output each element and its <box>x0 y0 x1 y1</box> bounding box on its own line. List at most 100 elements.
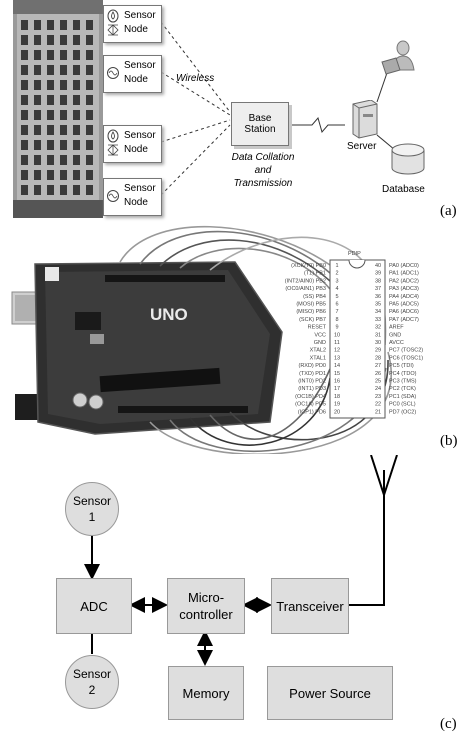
building-window <box>34 80 41 90</box>
sensor-node: Sensor Node <box>103 55 162 93</box>
pin-label-right: PC2 (TCK) <box>389 386 416 392</box>
building-window <box>86 125 93 135</box>
building-photo <box>13 0 103 218</box>
sensor-2: Sensor 2 <box>65 655 119 709</box>
building-window <box>47 20 54 30</box>
building-window <box>47 140 54 150</box>
building-window <box>60 65 67 75</box>
caption-a: (a) <box>440 203 457 219</box>
sensor-node: Sensor Node <box>103 125 162 163</box>
microcontroller-block: Micro- controller <box>167 578 245 634</box>
database-label: Database <box>382 184 425 195</box>
pin-label-right: AREF <box>389 325 404 331</box>
power-source-block: Power Source <box>267 666 393 720</box>
pin-number-left: 1 <box>335 263 338 269</box>
pin-label-left: (OC1B) PD4 <box>295 394 326 400</box>
building-window <box>47 110 54 120</box>
building-window <box>73 65 80 75</box>
building-window <box>73 35 80 45</box>
building-window <box>60 185 67 195</box>
droplet-thermometer-icon <box>107 9 119 36</box>
pin-label-left: XTAL1 <box>310 355 326 361</box>
data-collation-label: Data Collation and Transmission <box>231 152 295 189</box>
pin-label-right: PA2 (ADC2) <box>389 278 419 284</box>
building-window <box>60 140 67 150</box>
building-window <box>73 155 80 165</box>
server-icon <box>352 100 378 139</box>
pin-number-right: 39 <box>375 271 381 277</box>
pin-label-right: PC0 (SCL) <box>389 402 416 408</box>
pin-label-left: XTAL2 <box>310 348 326 354</box>
pin-number-left: 4 <box>335 286 338 292</box>
pin-label-right: PA6 (ADC6) <box>389 309 419 315</box>
adc-block: ADC <box>56 578 132 634</box>
building-window <box>21 140 28 150</box>
pin-number-left: 20 <box>334 409 340 415</box>
building-window <box>34 155 41 165</box>
building-window <box>60 170 67 180</box>
pin-label-left: (INT1) PD3 <box>298 386 326 392</box>
base-station: Base Station <box>231 102 289 146</box>
pin-label-left: (INT0) PD2 <box>298 379 326 385</box>
pin-number-right: 21 <box>375 409 381 415</box>
pin-number-right: 37 <box>375 286 381 292</box>
pin-label-right: PA3 (ADC3) <box>389 286 419 292</box>
building-window <box>47 185 54 195</box>
building-window <box>60 50 67 60</box>
pin-number-right: 30 <box>375 340 381 346</box>
memory-block: Memory <box>168 666 244 720</box>
pin-number-left: 10 <box>334 332 340 338</box>
building-window <box>86 170 93 180</box>
pin-label-left: (RXD) PD0 <box>298 363 326 369</box>
pin-label-left: VCC <box>314 332 326 338</box>
pin-number-left: 2 <box>335 271 338 277</box>
pin-label-left: RESET <box>308 325 327 331</box>
pin-label-right: PC7 (TOSC2) <box>389 348 423 354</box>
pin-number-right: 35 <box>375 302 381 308</box>
pin-label-left: (OC1A) PD5 <box>295 402 326 408</box>
sensor-1: Sensor 1 <box>65 482 119 536</box>
building-window <box>34 140 41 150</box>
building-window <box>34 185 41 195</box>
building-window <box>34 170 41 180</box>
building-window <box>86 50 93 60</box>
pin-number-left: 13 <box>334 355 340 361</box>
building-window <box>86 65 93 75</box>
building-window <box>34 95 41 105</box>
pin-label-right: PD7 (OC2) <box>389 409 416 415</box>
pin-label-right: PC6 (TOSC1) <box>389 355 423 361</box>
building-window <box>86 155 93 165</box>
pin-number-right: 40 <box>375 263 381 269</box>
building-window <box>47 80 54 90</box>
pin-label-right: PC5 (TDI) <box>389 363 414 369</box>
building-window <box>47 65 54 75</box>
pin-number-right: 36 <box>375 294 381 300</box>
building-window <box>47 95 54 105</box>
building-window <box>86 140 93 150</box>
pin-label-right: GND <box>389 332 401 338</box>
droplet-thermometer-icon <box>107 129 119 156</box>
building-window <box>34 20 41 30</box>
pin-number-left: 16 <box>334 379 340 385</box>
sensor-node: Sensor Node <box>103 5 162 43</box>
pin-number-left: 14 <box>334 363 340 369</box>
pin-number-left: 8 <box>335 317 338 323</box>
building-window <box>60 155 67 165</box>
building-window <box>34 125 41 135</box>
pin-number-left: 11 <box>334 340 340 346</box>
building-window <box>34 35 41 45</box>
pin-number-left: 19 <box>334 402 340 408</box>
pin-number-left: 9 <box>335 325 338 331</box>
building-window <box>86 110 93 120</box>
pin-number-right: 31 <box>375 332 381 338</box>
pin-number-right: 34 <box>375 309 381 315</box>
board-label: UNO <box>150 305 188 324</box>
transceiver-block: Transceiver <box>271 578 349 634</box>
sensor-node: Sensor Node <box>103 178 162 216</box>
pin-label-right: PA0 (ADC0) <box>389 263 419 269</box>
building-window <box>60 110 67 120</box>
building-window <box>60 95 67 105</box>
building-window <box>73 110 80 120</box>
pin-label-right: PA1 (ADC1) <box>389 271 419 277</box>
